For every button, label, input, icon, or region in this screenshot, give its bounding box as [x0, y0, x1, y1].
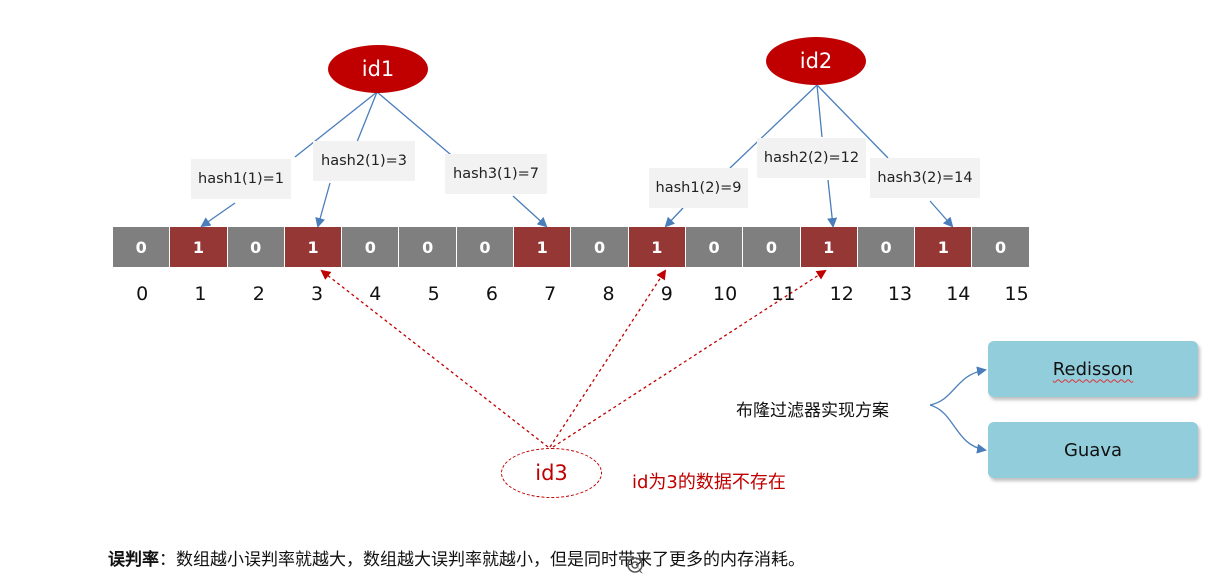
hash-box-h2-2: hash2(2)=12: [757, 138, 866, 178]
hash-label: hash2(2)=12: [763, 150, 860, 166]
hash-label: hash2(1)=3: [321, 153, 407, 169]
index-label: 14: [946, 283, 971, 305]
bit-cell: 0: [972, 227, 1030, 267]
guava-box: Guava: [988, 422, 1198, 478]
hash-label: hash3(2)=14: [877, 170, 973, 186]
bit-cell: 1: [800, 227, 858, 267]
implementation-label: 布隆过滤器实现方案: [736, 401, 889, 421]
index-label: 3: [310, 283, 324, 305]
id1-node: id1: [328, 45, 428, 93]
bit-cell: 1: [170, 227, 228, 267]
index-label: 8: [602, 283, 615, 305]
cursor-icon: [627, 557, 643, 574]
not-exist-note: id为3的数据不存在: [632, 472, 786, 493]
id2-label: id2: [799, 49, 833, 73]
bit-cell: 0: [342, 227, 400, 267]
index-label: 5: [427, 283, 440, 305]
bit-cell: 0: [113, 227, 171, 267]
index-label: 10: [713, 283, 738, 305]
index-label: 9: [660, 283, 673, 305]
bit-cell: 1: [514, 227, 572, 267]
bit-cell: 0: [456, 227, 515, 267]
index-label: 4: [369, 283, 382, 305]
hash-label: hash1(2)=9: [655, 180, 742, 196]
id2-node: id2: [766, 37, 866, 85]
bit-cell: 1: [284, 227, 343, 267]
bit-cell: 1: [915, 227, 973, 267]
index-label: 7: [544, 283, 557, 305]
hash-box-h1-1: hash1(1)=1: [191, 159, 291, 199]
index-label: 15: [1004, 283, 1029, 305]
hash-label: hash3(1)=7: [453, 166, 539, 182]
hash-box-h3-1: hash3(1)=7: [445, 154, 547, 194]
hash-box-h3-2: hash3(2)=14: [870, 158, 980, 198]
hash-label: hash1(1)=1: [198, 171, 284, 187]
index-label: 2: [252, 283, 265, 305]
bit-cell: 0: [571, 227, 629, 267]
index-label: 6: [485, 283, 498, 305]
bit-cell: 0: [399, 227, 457, 267]
id3-node: id3: [501, 448, 602, 498]
index-label: 13: [887, 283, 913, 305]
redisson-label: Redisson: [1052, 358, 1134, 380]
bit-cell: 0: [227, 227, 285, 267]
id3-label: id3: [535, 461, 568, 485]
footer-text: ：数组越小误判率就越大，数组越大误判率就越小，但是同时带来了更多的内存消耗。: [159, 550, 805, 570]
redisson-box: Redisson: [988, 341, 1198, 397]
guava-label: Guava: [1063, 439, 1123, 461]
id1-label: id1: [361, 57, 395, 81]
index-label: 0: [136, 283, 149, 305]
index-label: 11: [771, 283, 796, 305]
bit-cell: 1: [628, 227, 686, 267]
bit-cell: 0: [857, 227, 916, 267]
bit-cell: 0: [685, 227, 744, 267]
hash-box-h2-1: hash2(1)=3: [313, 141, 415, 181]
index-label: 12: [829, 283, 854, 305]
false-positive-note: 误判率：数组越小误判率就越大，数组越大误判率就越小，但是同时带来了更多的内存消耗…: [108, 545, 805, 570]
index-label: 1: [194, 283, 207, 305]
footer-term: 误判率: [108, 550, 159, 570]
hash-box-h1-2: hash1(2)=9: [649, 168, 748, 208]
bit-cell: 0: [743, 227, 801, 267]
